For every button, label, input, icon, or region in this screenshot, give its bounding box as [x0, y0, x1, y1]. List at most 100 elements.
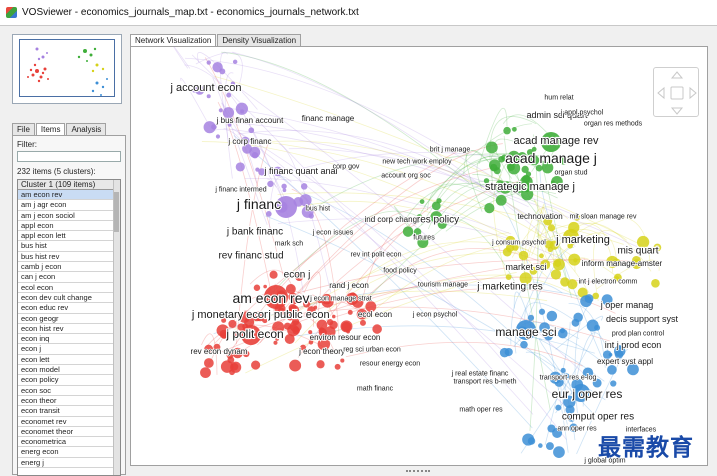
- node-label[interactable]: organ res methods: [583, 120, 643, 129]
- node-label[interactable]: mis quart: [616, 244, 660, 257]
- network-node[interactable]: [559, 156, 568, 165]
- network-node[interactable]: [527, 437, 536, 445]
- network-node[interactable]: [238, 311, 251, 323]
- network-node[interactable]: [631, 259, 642, 270]
- network-node[interactable]: [220, 360, 234, 373]
- list-item[interactable]: econ policy: [18, 375, 114, 386]
- network-node[interactable]: [582, 367, 594, 379]
- list-item[interactable]: appl econ lett: [18, 231, 114, 242]
- node-label[interactable]: ind corp change: [364, 214, 423, 225]
- node-label[interactable]: j appl psychol: [559, 109, 604, 118]
- network-node[interactable]: [551, 175, 563, 188]
- network-node[interactable]: [232, 59, 238, 65]
- network-node[interactable]: [577, 287, 588, 298]
- network-node[interactable]: [565, 405, 575, 415]
- network-node[interactable]: [203, 358, 214, 368]
- node-label[interactable]: rand j econ: [328, 280, 369, 291]
- network-node[interactable]: [234, 332, 239, 338]
- list-item[interactable]: am econ rev: [18, 190, 114, 201]
- list-item[interactable]: econ inq: [18, 334, 114, 345]
- node-label[interactable]: tourism manage: [417, 281, 469, 290]
- network-node[interactable]: [253, 284, 261, 291]
- list-item[interactable]: bus hist: [18, 241, 114, 252]
- network-node[interactable]: [554, 259, 562, 267]
- node-label[interactable]: financ manage: [301, 113, 356, 124]
- network-node[interactable]: [612, 258, 621, 267]
- list-item[interactable]: appl econ: [18, 221, 114, 232]
- network-node[interactable]: [552, 427, 563, 438]
- network-node[interactable]: [573, 258, 578, 263]
- list-item[interactable]: am j agr econ: [18, 200, 114, 211]
- network-node[interactable]: [200, 367, 211, 379]
- node-label[interactable]: acad manage j: [504, 149, 598, 167]
- network-node[interactable]: [653, 243, 662, 252]
- network-node[interactable]: [272, 166, 283, 177]
- network-hub-node[interactable]: [541, 132, 561, 152]
- network-node[interactable]: [416, 214, 423, 220]
- network-node[interactable]: [512, 126, 517, 132]
- network-node[interactable]: [503, 126, 511, 135]
- node-label[interactable]: j monetary econ: [190, 308, 271, 322]
- node-label[interactable]: comput oper res: [561, 410, 635, 423]
- network-node[interactable]: [248, 127, 255, 134]
- network-node[interactable]: [221, 317, 227, 323]
- node-label[interactable]: j econ manage strat: [308, 295, 372, 304]
- network-node[interactable]: [299, 194, 312, 207]
- network-node[interactable]: [265, 210, 272, 217]
- list-item[interactable]: econ lett: [18, 355, 114, 366]
- network-node[interactable]: [292, 300, 297, 305]
- node-label[interactable]: acad manage rev: [512, 134, 600, 148]
- network-node[interactable]: [288, 292, 298, 302]
- network-node[interactable]: [288, 303, 297, 312]
- list-item[interactable]: econ educ rev: [18, 303, 114, 314]
- overview-viewport-frame[interactable]: [19, 39, 115, 97]
- node-label[interactable]: strategic manage j: [484, 180, 576, 194]
- network-node[interactable]: [251, 360, 261, 370]
- network-node[interactable]: [610, 380, 617, 387]
- network-node[interactable]: [273, 340, 278, 345]
- network-node[interactable]: [594, 324, 601, 331]
- node-label[interactable]: j oper manag: [599, 299, 654, 311]
- network-node[interactable]: [203, 121, 216, 134]
- network-node[interactable]: [230, 81, 236, 86]
- node-label[interactable]: j marketing res: [475, 280, 544, 293]
- network-node[interactable]: [212, 62, 223, 73]
- network-hub-node[interactable]: [264, 285, 288, 309]
- node-label[interactable]: j econ psychol: [411, 311, 458, 320]
- network-node[interactable]: [504, 347, 513, 357]
- node-label[interactable]: int j electron comm: [578, 278, 639, 287]
- network-node[interactable]: [362, 295, 367, 301]
- network-node[interactable]: [560, 277, 570, 287]
- tab-analysis[interactable]: Analysis: [66, 123, 107, 135]
- network-node[interactable]: [531, 146, 537, 152]
- network-node[interactable]: [326, 318, 334, 326]
- network-node[interactable]: [269, 270, 278, 279]
- network-hub-node[interactable]: [563, 229, 579, 245]
- network-node[interactable]: [204, 344, 214, 354]
- node-label[interactable]: j financ intermed: [214, 186, 268, 195]
- network-node[interactable]: [365, 301, 377, 312]
- network-node[interactable]: [195, 85, 205, 95]
- node-label[interactable]: corp gov: [332, 163, 361, 172]
- network-node[interactable]: [324, 326, 336, 338]
- canvas-scrollbar[interactable]: [710, 46, 716, 466]
- network-hub-node[interactable]: [275, 196, 297, 218]
- network-node[interactable]: [222, 107, 235, 119]
- network-node[interactable]: [235, 162, 245, 172]
- network-node[interactable]: [529, 267, 538, 275]
- node-label[interactable]: admin sci quart: [526, 109, 589, 121]
- list-item[interactable]: bus hist rev: [18, 252, 114, 263]
- network-node[interactable]: [321, 293, 333, 305]
- network-node[interactable]: [546, 310, 558, 322]
- node-label[interactable]: j financ quant anal: [263, 165, 339, 177]
- node-label[interactable]: j corp financ: [227, 136, 273, 147]
- network-node[interactable]: [520, 340, 528, 349]
- network-node[interactable]: [215, 134, 221, 139]
- network-node[interactable]: [285, 284, 296, 294]
- network-node[interactable]: [483, 178, 490, 184]
- network-node[interactable]: [227, 122, 232, 127]
- tab-density-visualization[interactable]: Density Visualization: [217, 34, 302, 46]
- node-label[interactable]: int j prod econ: [604, 339, 662, 351]
- node-label[interactable]: transport res e-log: [539, 374, 598, 383]
- node-label[interactable]: environ resour econ: [309, 332, 381, 343]
